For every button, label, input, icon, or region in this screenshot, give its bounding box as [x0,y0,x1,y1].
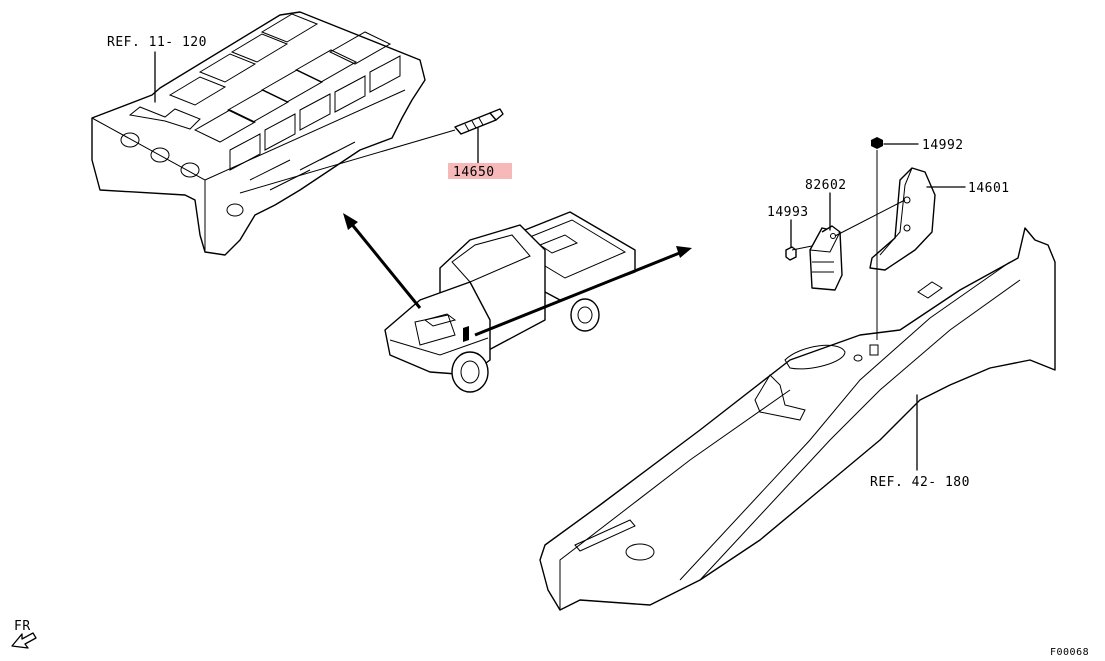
pointer-arrow-to-frame [474,246,692,337]
part-14650-connector-line [239,129,456,194]
front-marker-label: FR [14,619,31,634]
part-82602-label: 82602 [805,178,847,193]
part-14650-sensor [454,108,504,135]
frame-panel-assembly [539,227,1056,611]
part-14992-label: 14992 [922,138,964,153]
cylinder-head-assembly [91,11,426,256]
part-14650-highlight [448,163,512,179]
part-14993-label: 14993 [767,205,809,220]
part-14993-bolt [785,245,813,261]
part-14650-label: 14650 [453,165,495,180]
pointer-arrow-to-engine [343,213,422,309]
figure-code: F00068 [1050,647,1089,658]
part-82602-module [809,225,843,291]
part-14601-label: 14601 [968,181,1010,196]
ref-42-180-label: REF. 42- 180 [870,475,970,490]
vehicle-illustration [384,211,636,393]
front-direction-marker: FR [11,619,37,649]
front-arrow-icon [11,632,37,649]
ref-11-120-label: REF. 11- 120 [107,35,207,50]
part-14992-nut [871,137,883,149]
part-14601-bracket [869,167,936,271]
part-82602-axis-line [834,199,906,237]
